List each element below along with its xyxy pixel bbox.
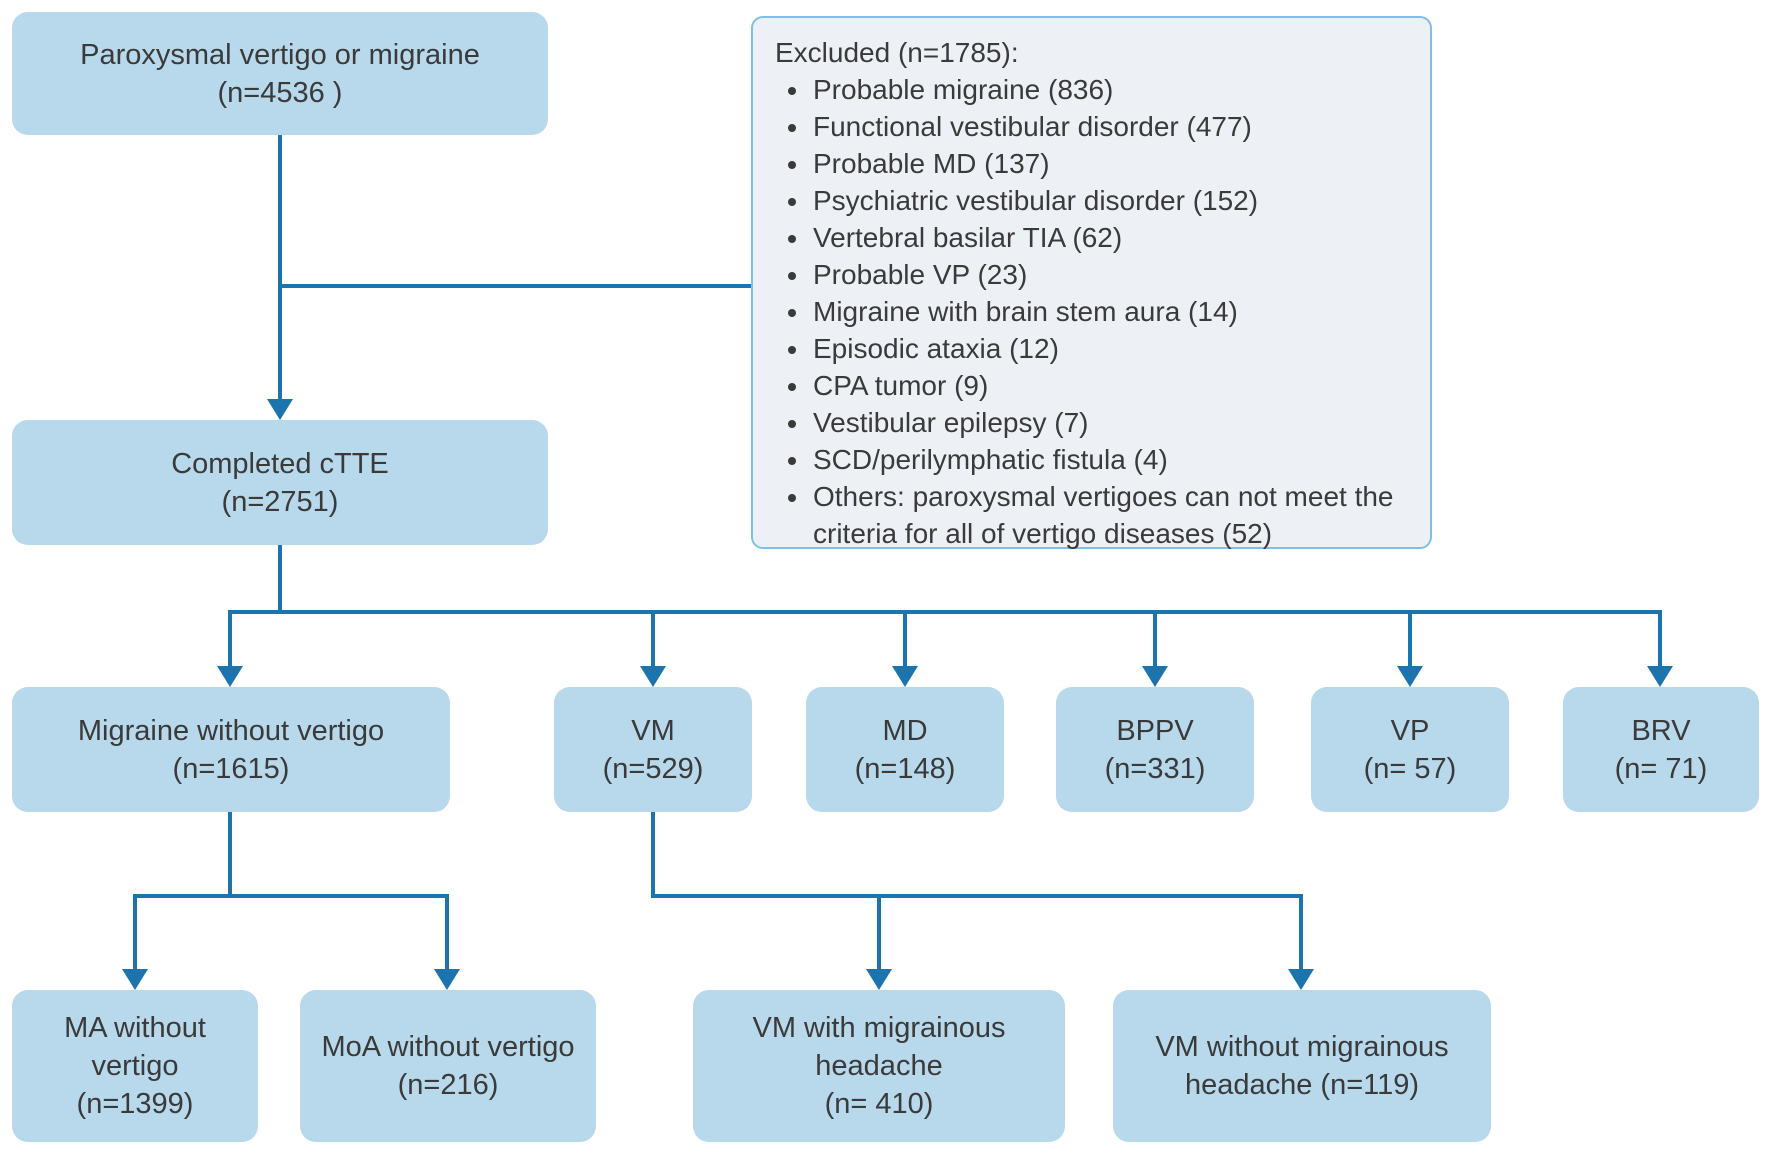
box-n-value: (n=1615)	[172, 752, 290, 785]
box-vm: VM (n=529)	[554, 687, 752, 812]
box-n-value: (n= 410)	[824, 1088, 934, 1120]
box-n-value: (n=529)	[602, 752, 704, 785]
branch-row3	[228, 610, 1662, 614]
box-label-line: VM	[631, 714, 675, 747]
arrowhead-vp	[1397, 666, 1423, 687]
arrowhead-vm	[640, 666, 666, 687]
drop-vm	[651, 610, 655, 667]
excluded-item: Probable migraine (836)	[811, 71, 1408, 108]
box-completed-ctte: Completed cTTE (n=2751)	[12, 420, 548, 545]
box-ma-without-vertigo: MA without vertigo (n=1399)	[12, 990, 258, 1142]
excluded-item: Probable VP (23)	[811, 256, 1408, 293]
box-label-line: headache	[815, 1050, 943, 1082]
box-label-line: Migraine without vertigo	[77, 714, 385, 747]
stem-vm-sub	[651, 812, 655, 898]
branch-vm-sub	[651, 894, 1303, 898]
drop-brv	[1658, 610, 1662, 667]
box-n-value: (n= 57)	[1363, 752, 1457, 785]
box-label-line: vertigo	[91, 1050, 179, 1082]
excluded-item: Probable MD (137)	[811, 145, 1408, 182]
box-label-line: MA without	[64, 1012, 206, 1044]
box-n-value: (n= 71)	[1614, 752, 1708, 785]
arrowhead-bppv	[1142, 666, 1168, 687]
excluded-item: Migraine with brain stem aura (14)	[811, 293, 1408, 330]
drop-bppv	[1153, 610, 1157, 667]
branch-migraine-sub	[133, 894, 449, 898]
arrowhead-ma	[122, 969, 148, 990]
arrowhead-brv	[1647, 666, 1673, 687]
box-label-line: VP	[1390, 714, 1430, 747]
box-label-line: headache (n=119)	[1184, 1069, 1420, 1101]
connector-top-to-completed	[278, 135, 282, 401]
connector-to-excluded	[280, 284, 751, 288]
box-bppv: BPPV (n=331)	[1056, 687, 1254, 812]
excluded-item: Psychiatric vestibular disorder (152)	[811, 182, 1408, 219]
box-n-value: (n=216)	[397, 1069, 499, 1101]
box-vm-with-migrainous-headache: VM with migrainous headache (n= 410)	[693, 990, 1065, 1142]
box-label-line: BPPV	[1116, 714, 1194, 747]
box-vm-without-migrainous-headache: VM without migrainous headache (n=119)	[1113, 990, 1491, 1142]
box-brv: BRV (n= 71)	[1563, 687, 1759, 812]
drop-vm-without-headache	[1299, 894, 1303, 970]
connector-completed-to-branch	[278, 545, 282, 612]
arrowhead-completed	[267, 399, 293, 420]
box-migraine-without-vertigo: Migraine without vertigo (n=1615)	[12, 687, 450, 812]
stem-migraine-sub	[228, 812, 232, 898]
arrowhead-moa	[434, 969, 460, 990]
box-moa-without-vertigo: MoA without vertigo (n=216)	[300, 990, 596, 1142]
excluded-list: Probable migraine (836) Functional vesti…	[775, 71, 1408, 552]
drop-migraine-without-vertigo	[228, 610, 232, 667]
box-label-line: VM without migrainous	[1155, 1031, 1449, 1063]
arrowhead-migraine-without-vertigo	[217, 666, 243, 687]
box-label-line: Completed cTTE	[171, 447, 389, 480]
excluded-item: Episodic ataxia (12)	[811, 330, 1408, 367]
excluded-item: Vertebral basilar TIA (62)	[811, 219, 1408, 256]
drop-vp	[1408, 610, 1412, 667]
box-vp: VP (n= 57)	[1311, 687, 1509, 812]
drop-moa	[445, 894, 449, 970]
box-label-line: BRV	[1631, 714, 1691, 747]
arrowhead-vm-with-headache	[866, 969, 892, 990]
box-n-value: (n=2751)	[221, 485, 339, 518]
drop-ma	[133, 894, 137, 970]
box-paroxysmal-vertigo-or-migraine: Paroxysmal vertigo or migraine (n=4536 )	[12, 12, 548, 135]
box-label-line: VM with migrainous	[752, 1012, 1006, 1044]
box-n-value: (n=148)	[854, 752, 956, 785]
excluded-title: Excluded (n=1785):	[775, 37, 1019, 68]
drop-vm-with-headache	[877, 894, 881, 970]
excluded-item: CPA tumor (9)	[811, 367, 1408, 404]
box-n-value: (n=4536 )	[217, 76, 343, 109]
box-n-value: (n=331)	[1104, 752, 1206, 785]
excluded-item: Functional vestibular disorder (477)	[811, 108, 1408, 145]
excluded-item: SCD/perilymphatic fistula (4)	[811, 441, 1408, 478]
box-label-line: MD	[882, 714, 928, 747]
excluded-item: Vestibular epilepsy (7)	[811, 404, 1408, 441]
box-label-line: Paroxysmal vertigo or migraine	[80, 38, 480, 71]
arrowhead-md	[892, 666, 918, 687]
box-label-line: MoA without vertigo	[321, 1031, 575, 1063]
box-n-value: (n=1399)	[76, 1088, 194, 1120]
box-md: MD (n=148)	[806, 687, 1004, 812]
arrowhead-vm-without-headache	[1288, 969, 1314, 990]
excluded-item: Others: paroxysmal vertigoes can not mee…	[811, 478, 1408, 552]
drop-md	[903, 610, 907, 667]
box-excluded: Excluded (n=1785): Probable migraine (83…	[751, 16, 1432, 549]
